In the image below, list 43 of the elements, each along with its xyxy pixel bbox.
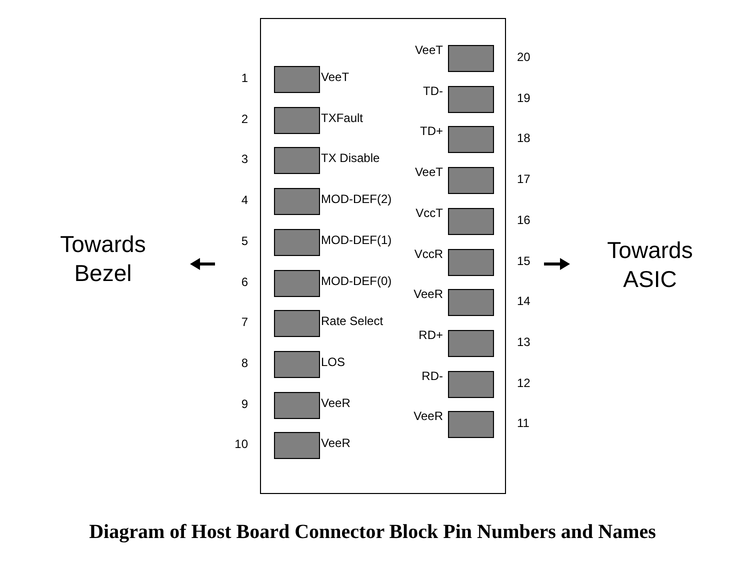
pin-name: VeeR	[414, 287, 443, 302]
pin-name: MOD-DEF(0)	[321, 274, 392, 288]
pin-name: RD-	[422, 368, 443, 383]
pin-number: 2	[241, 112, 248, 126]
pin-number: 4	[241, 193, 248, 208]
pin-name: MOD-DEF(1)	[321, 232, 392, 247]
pin-name: VeeR	[414, 409, 443, 424]
pin-name: TX Disable	[321, 151, 380, 166]
pin-number: 19	[517, 90, 530, 105]
pin-name: TD-	[423, 84, 443, 98]
pin-name: VccT	[416, 206, 443, 220]
pin-number: 14	[517, 294, 530, 308]
pin-name: VeeT	[414, 165, 443, 180]
pin-number: 16	[517, 212, 530, 227]
pin-name: VeeT	[414, 43, 443, 57]
diagram-caption: Diagram of Host Board Connector Block Pin Numbers and Names	[88, 521, 657, 544]
pin-number: 15	[517, 254, 530, 268]
pin-number: 20	[517, 50, 530, 64]
pin-number: 18	[517, 131, 530, 146]
pin-number: 11	[517, 416, 530, 430]
pin-number: 17	[517, 172, 530, 186]
direction-label: Towards Bezel	[59, 230, 147, 288]
pin-name: RD+	[418, 328, 443, 342]
pin-name: VeeR	[321, 396, 350, 410]
pin-number: 12	[517, 376, 530, 390]
pin-name: TXFault	[321, 110, 364, 125]
pin-name: VccR	[414, 246, 443, 260]
pin-number: 6	[241, 274, 248, 288]
pin-name: LOS	[321, 354, 346, 369]
pin-name: MOD-DEF(2)	[321, 192, 392, 206]
pin-number: 3	[241, 152, 248, 166]
pin-number: 8	[241, 356, 248, 370]
pin-number: 13	[517, 334, 530, 349]
pin-number: 10	[234, 437, 248, 452]
pin-name: TD+	[420, 124, 443, 138]
pin-number: 5	[241, 234, 248, 248]
direction-label: Towards ASIC	[606, 236, 694, 294]
pin-name: VeeR	[321, 436, 350, 450]
pin-number: 7	[241, 315, 248, 330]
pin-name: Rate Select	[321, 314, 384, 328]
pin-number: 9	[241, 396, 248, 411]
pin-number: 1	[241, 71, 248, 85]
pin-name: VeeT	[321, 70, 350, 84]
